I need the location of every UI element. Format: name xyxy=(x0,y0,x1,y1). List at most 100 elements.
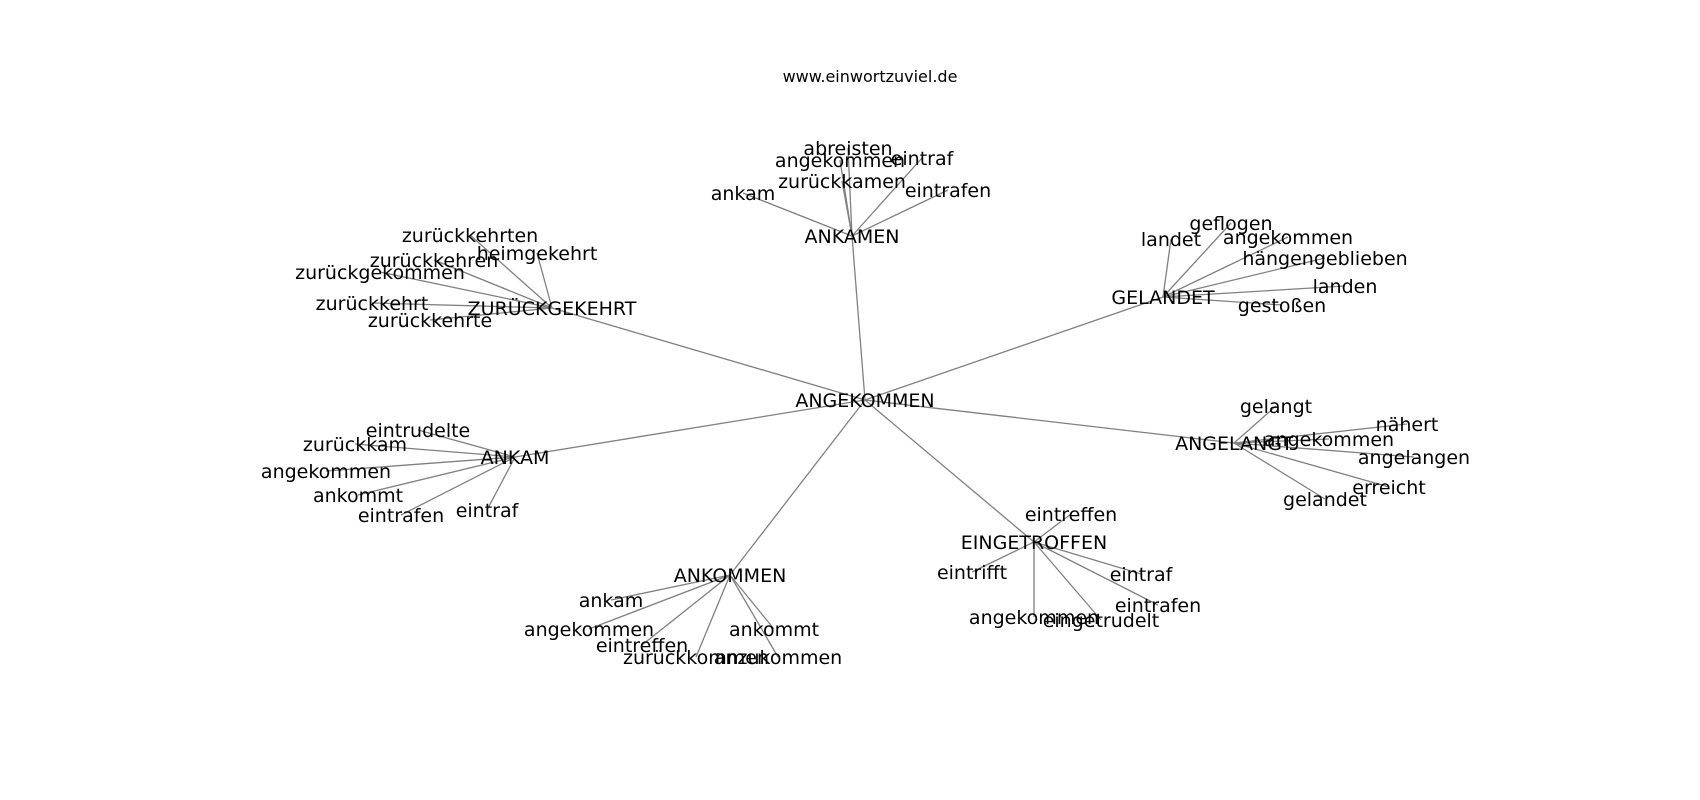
leaf-node-label-ankommen: angekommen xyxy=(524,619,654,641)
hub-node-label-eingetroffen: EINGETROFFEN xyxy=(961,532,1107,554)
edge-ankommen-leaf-2 xyxy=(729,574,775,630)
leaf-node-label-zurueckgekehrt: zurückkehrte xyxy=(368,310,492,332)
edge-ankamen-leaf-3 xyxy=(841,180,853,237)
leaf-node-label-angelangt: gelangt xyxy=(1240,396,1312,418)
edge-ankamen-leaf-4 xyxy=(742,192,853,237)
edge-zurueckgekehrt-leaf-3 xyxy=(379,271,553,309)
leaf-node-label-ankam: eintrudelte xyxy=(366,420,470,442)
edge-eingetroffen-leaf-5 xyxy=(1033,541,1102,621)
edge-zurueckgekehrt-leaf-2 xyxy=(433,259,553,309)
hub-node-label-zurueckgekehrt: ZURÜCKGEKEHRT xyxy=(468,297,637,320)
edge-zurueckgekehrt-leaf-0 xyxy=(469,234,553,309)
edge-gelandet-leaf-3 xyxy=(1162,257,1326,298)
leaf-node-label-eingetroffen: eintraf xyxy=(1110,564,1174,586)
leaf-node-label-ankam: angekommen xyxy=(261,461,391,483)
edge-gelandet-leaf-5 xyxy=(1162,296,1283,306)
leaf-node-label-eingetroffen: eintreffen xyxy=(1025,504,1117,526)
leaf-node-label-ankommen: eintreffen xyxy=(596,635,688,657)
edge-ankamen-leaf-5 xyxy=(851,189,949,237)
leaf-node-label-zurueckgekehrt: zurückkehrten xyxy=(402,225,538,247)
hub-node-label-ankam: ANKAM xyxy=(481,447,550,469)
edge-angelangt-leaf-3 xyxy=(1233,442,1415,458)
edge-root-zurueckgekehrt xyxy=(551,307,866,401)
leaf-node-label-gelandet: angekommen xyxy=(1223,227,1353,249)
edge-ankommen-leaf-0 xyxy=(610,574,731,601)
leaf-node-label-zurueckgekehrt: zurückkehrt xyxy=(316,293,429,315)
edge-ankamen-leaf-2 xyxy=(851,157,923,237)
edge-zurueckgekehrt-leaf-4 xyxy=(371,302,553,309)
leaf-node-label-angelangt: angelangen xyxy=(1358,447,1470,469)
hub-node-label-angelangt: ANGELANGT xyxy=(1175,433,1293,455)
edge-ankamen-leaf-0 xyxy=(847,147,853,237)
leaf-node-label-zurueckgekehrt: zurückkehren xyxy=(370,250,499,272)
edge-gelandet-leaf-4 xyxy=(1162,285,1346,298)
site-url-label: www.einwortzuviel.de xyxy=(783,67,958,86)
edge-ankam-leaf-0 xyxy=(417,429,516,458)
edge-gelandet-leaf-0 xyxy=(1162,222,1232,298)
edge-eingetroffen-leaf-3 xyxy=(1033,541,1159,606)
leaf-node-label-ankommen: ankommt xyxy=(729,619,819,641)
edge-root-gelandet xyxy=(864,296,1164,401)
edge-ankam-leaf-5 xyxy=(486,456,516,511)
node-labels: ANGEKOMMENANKAMENabreistenangekommeneint… xyxy=(261,138,1470,669)
edge-angelangt-leaf-4 xyxy=(1233,442,1390,488)
edge-angelangt-leaf-1 xyxy=(1233,423,1408,444)
edge-ankam-leaf-1 xyxy=(354,443,516,458)
leaf-node-label-ankommen: anzukommen xyxy=(714,647,842,669)
leaf-node-label-angelangt: gelandet xyxy=(1283,489,1367,511)
leaf-node-label-angelangt: erreicht xyxy=(1352,477,1425,499)
edge-eingetroffen-leaf-1 xyxy=(971,541,1035,573)
edge-root-angelangt xyxy=(864,399,1235,444)
edge-ankam-leaf-4 xyxy=(400,456,516,516)
edge-ankommen-leaf-3 xyxy=(641,574,731,646)
leaf-node-label-ankommen: zurückkommen xyxy=(623,647,769,669)
leaf-node-label-gelandet: geflogen xyxy=(1189,213,1272,235)
edge-ankam-leaf-3 xyxy=(357,456,516,496)
leaf-node-label-ankam: ankommt xyxy=(313,485,403,507)
leaf-node-label-eingetroffen: angekommen xyxy=(969,607,1099,629)
leaf-node-label-ankamen: eintrafen xyxy=(905,180,991,202)
leaf-node-label-ankamen: eintraf xyxy=(891,148,955,170)
edge-eingetroffen-leaf-0 xyxy=(1033,513,1072,543)
edge-root-eingetroffen xyxy=(864,399,1035,543)
leaf-node-label-gelandet: landet xyxy=(1141,229,1201,251)
leaf-node-label-ankamen: abreisten xyxy=(803,138,892,160)
edge-root-ankommen xyxy=(729,399,866,576)
leaf-node-label-ankam: zurückkam xyxy=(303,434,407,456)
hub-node-label-ankommen: ANKOMMEN xyxy=(674,565,787,587)
leaf-node-label-angelangt: nähert xyxy=(1376,414,1439,436)
leaf-node-label-gelandet: landen xyxy=(1313,276,1378,298)
edge-ankommen-leaf-4 xyxy=(695,574,731,658)
leaf-node-label-zurueckgekehrt: heimgekehrt xyxy=(477,243,598,265)
leaf-node-label-eingetroffen: eintrafen xyxy=(1115,595,1201,617)
leaf-node-label-eingetroffen: eingetrudelt xyxy=(1043,610,1160,632)
edge-angelangt-leaf-2 xyxy=(1233,438,1330,444)
edge-root-ankam xyxy=(514,399,866,458)
leaf-node-label-ankam: eintrafen xyxy=(358,505,444,527)
leaf-node-label-zurueckgekehrt: zurückgekommen xyxy=(295,262,465,284)
edge-gelandet-leaf-2 xyxy=(1162,236,1289,298)
edge-ankam-leaf-2 xyxy=(325,456,516,472)
leaf-node-label-ankamen: zurückkamen xyxy=(778,171,906,193)
edge-angelangt-leaf-0 xyxy=(1233,405,1277,444)
hub-node-label-gelandet: GELANDET xyxy=(1111,287,1215,309)
leaf-node-label-gelandet: hängengeblieben xyxy=(1242,248,1407,270)
edge-gelandet-leaf-1 xyxy=(1162,238,1172,298)
edge-ankommen-leaf-5 xyxy=(729,574,779,658)
edge-zurueckgekehrt-leaf-5 xyxy=(429,307,553,321)
leaf-node-label-ankommen: ankam xyxy=(579,590,644,612)
leaf-node-label-eingetroffen: eintrifft xyxy=(937,562,1007,584)
edge-angelangt-leaf-5 xyxy=(1233,442,1326,500)
root-node-label: ANGEKOMMEN xyxy=(795,390,934,412)
edge-ankommen-leaf-1 xyxy=(588,574,731,630)
hub-node-label-ankamen: ANKAMEN xyxy=(805,226,900,248)
leaf-node-label-gelandet: gestoßen xyxy=(1238,295,1326,317)
edge-eingetroffen-leaf-2 xyxy=(1033,541,1142,575)
edges xyxy=(325,147,1415,658)
edge-zurueckgekehrt-leaf-1 xyxy=(536,252,553,309)
edge-root-ankamen xyxy=(851,235,866,401)
leaf-node-label-ankamen: ankam xyxy=(711,183,776,205)
leaf-node-label-ankamen: angekommen xyxy=(775,150,905,172)
leaf-node-label-angelangt: angekommen xyxy=(1264,429,1394,451)
